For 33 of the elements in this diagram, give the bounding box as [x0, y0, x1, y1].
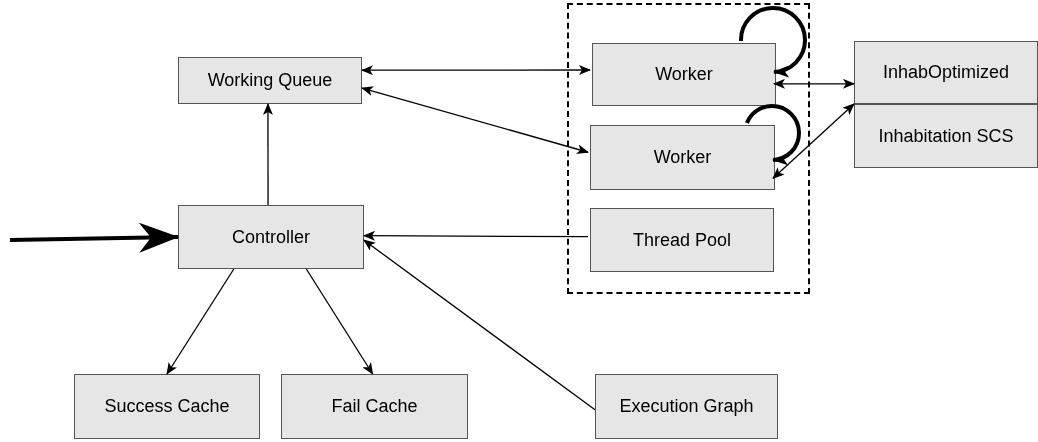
arrow	[772, 103, 855, 179]
box-label: Controller	[232, 225, 310, 249]
process-box	[854, 41, 1038, 104]
arrow	[773, 78, 855, 89]
process-box	[178, 57, 362, 104]
loop-arrow	[739, 6, 807, 77]
process-box	[590, 208, 774, 272]
process-box	[74, 374, 260, 439]
arrow	[363, 239, 596, 411]
box-label: Execution Graph	[619, 395, 754, 418]
arrow	[166, 268, 235, 375]
arrow	[305, 268, 374, 375]
process-box	[854, 104, 1038, 168]
process-box	[590, 125, 775, 190]
box-label: Thread Pool	[632, 228, 732, 252]
box-label: Worker	[655, 63, 713, 86]
process-box	[281, 374, 468, 439]
loop-arrow	[745, 104, 801, 165]
process-box	[178, 205, 364, 269]
arrow	[361, 65, 591, 76]
box-label: InhabOptimized	[882, 61, 1010, 84]
box-label: Working Queue	[207, 69, 333, 92]
box-label: Fail Cache	[331, 395, 418, 418]
arrow	[361, 86, 589, 155]
box-label: Success Cache	[104, 395, 230, 418]
arrow	[363, 230, 589, 241]
box-label: Worker	[653, 146, 712, 169]
group-frame	[567, 3, 810, 294]
arrow	[263, 103, 273, 206]
process-box	[592, 43, 776, 106]
process-box	[595, 374, 778, 439]
arrow	[9, 222, 179, 253]
box-label: Inhabitation SCS	[878, 124, 1014, 148]
